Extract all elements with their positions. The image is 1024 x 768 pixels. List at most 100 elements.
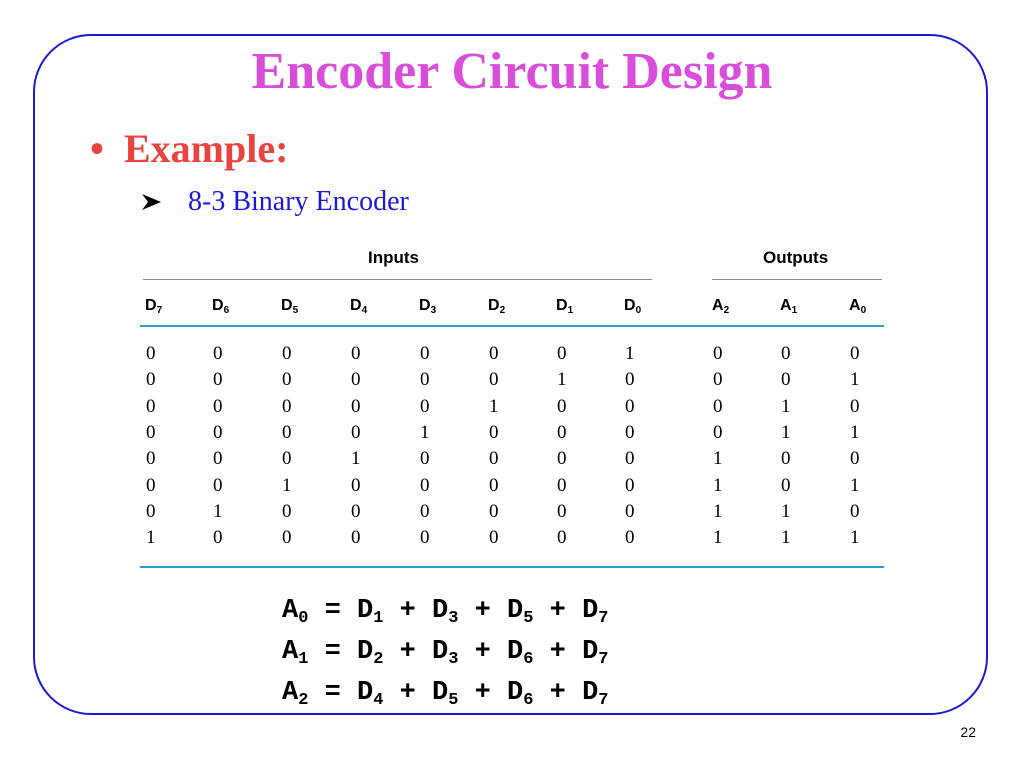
table-cell: 1 [625, 343, 635, 364]
table-cell: 0 [489, 448, 499, 469]
table-cell: 0 [713, 343, 723, 364]
table-cell: 0 [557, 396, 567, 417]
table-cell: 0 [213, 422, 223, 443]
table-cell: 0 [420, 501, 430, 522]
table-cell: 0 [557, 475, 567, 496]
table-cell: 0 [213, 527, 223, 548]
table-cell: 0 [351, 396, 361, 417]
column-header: A2 [712, 297, 730, 316]
inputs-group-rule [143, 279, 652, 280]
table-cell: 1 [713, 501, 723, 522]
column-header: D5 [281, 297, 299, 316]
table-cell: 1 [850, 475, 860, 496]
arrowhead-bullet-icon [142, 194, 161, 210]
outputs-group-label: Outputs [763, 248, 829, 267]
table-cell: 0 [713, 369, 723, 390]
table-cell: 0 [781, 475, 791, 496]
table-cell: 0 [489, 422, 499, 443]
table-cell: 0 [489, 475, 499, 496]
table-cell: 0 [420, 396, 430, 417]
table-cell: 0 [420, 343, 430, 364]
slide-frame [33, 34, 988, 715]
header-rule [140, 325, 884, 327]
boolean-equation: A1 = D2 + D3 + D6 + D7 [282, 637, 609, 669]
table-cell: 0 [625, 527, 635, 548]
table-cell: 0 [781, 448, 791, 469]
table-cell: 0 [420, 448, 430, 469]
column-header: D4 [350, 297, 368, 316]
bullet-item: • Example: [90, 120, 288, 176]
table-cell: 0 [489, 369, 499, 390]
table-cell: 0 [213, 448, 223, 469]
page-number: 22 [960, 724, 976, 740]
table-cell: 0 [213, 396, 223, 417]
column-header: D6 [212, 297, 230, 316]
table-cell: 0 [282, 396, 292, 417]
table-cell: 0 [850, 501, 860, 522]
table-cell: 0 [282, 422, 292, 443]
table-cell: 0 [282, 343, 292, 364]
table-cell: 1 [781, 501, 791, 522]
slide-title: Encoder Circuit Design [251, 43, 773, 100]
table-cell: 0 [351, 527, 361, 548]
table-cell: 0 [781, 369, 791, 390]
column-header: D7 [145, 297, 163, 316]
bullet-text: Example: [124, 125, 289, 171]
table-cell: 0 [557, 422, 567, 443]
table-cell: 0 [420, 475, 430, 496]
table-bottom-rule [140, 566, 884, 568]
table-cell: 0 [282, 448, 292, 469]
column-header: D3 [419, 297, 437, 316]
table-cell: 0 [713, 422, 723, 443]
table-cell: 0 [351, 369, 361, 390]
table-cell: 0 [557, 527, 567, 548]
table-cell: 1 [557, 369, 567, 390]
table-cell: 0 [625, 475, 635, 496]
table-cell: 0 [213, 369, 223, 390]
table-cell: 1 [850, 527, 860, 548]
table-cell: 0 [850, 343, 860, 364]
table-cell: 0 [351, 422, 361, 443]
sub-bullet-text: 8-3 Binary Encoder [188, 186, 409, 217]
table-cell: 1 [781, 422, 791, 443]
boolean-equation: A2 = D4 + D5 + D6 + D7 [282, 678, 609, 710]
table-cell: 0 [146, 422, 156, 443]
boolean-equation: A0 = D1 + D3 + D5 + D7 [282, 596, 609, 628]
column-header: D0 [624, 297, 642, 316]
table-cell: 0 [420, 527, 430, 548]
table-cell: 0 [557, 343, 567, 364]
table-cell: 1 [213, 501, 223, 522]
column-header: D1 [556, 297, 574, 316]
table-cell: 0 [282, 527, 292, 548]
table-cell: 0 [146, 475, 156, 496]
table-cell: 0 [489, 527, 499, 548]
table-cell: 1 [850, 422, 860, 443]
table-cell: 1 [282, 475, 292, 496]
outputs-group-rule [712, 279, 882, 280]
table-cell: 0 [625, 369, 635, 390]
table-cell: 0 [213, 475, 223, 496]
sub-bullet-item: 8-3 Binary Encoder [140, 182, 409, 222]
table-cell: 0 [146, 448, 156, 469]
table-cell: 0 [625, 501, 635, 522]
inputs-group-label: Inputs [368, 248, 419, 267]
table-cell: 0 [850, 396, 860, 417]
table-cell: 0 [489, 343, 499, 364]
table-cell: 0 [625, 448, 635, 469]
table-cell: 1 [420, 422, 430, 443]
column-header: D2 [488, 297, 506, 316]
table-cell: 0 [351, 343, 361, 364]
table-cell: 0 [557, 448, 567, 469]
table-cell: 0 [351, 475, 361, 496]
table-cell: 1 [850, 369, 860, 390]
bullet-dot-icon: • [90, 125, 105, 171]
table-cell: 1 [713, 475, 723, 496]
table-cell: 1 [351, 448, 361, 469]
table-cell: 0 [282, 501, 292, 522]
table-cell: 0 [713, 396, 723, 417]
table-cell: 0 [850, 448, 860, 469]
column-header: A1 [780, 297, 798, 316]
table-cell: 1 [713, 448, 723, 469]
table-cell: 0 [557, 501, 567, 522]
table-cell: 0 [351, 501, 361, 522]
